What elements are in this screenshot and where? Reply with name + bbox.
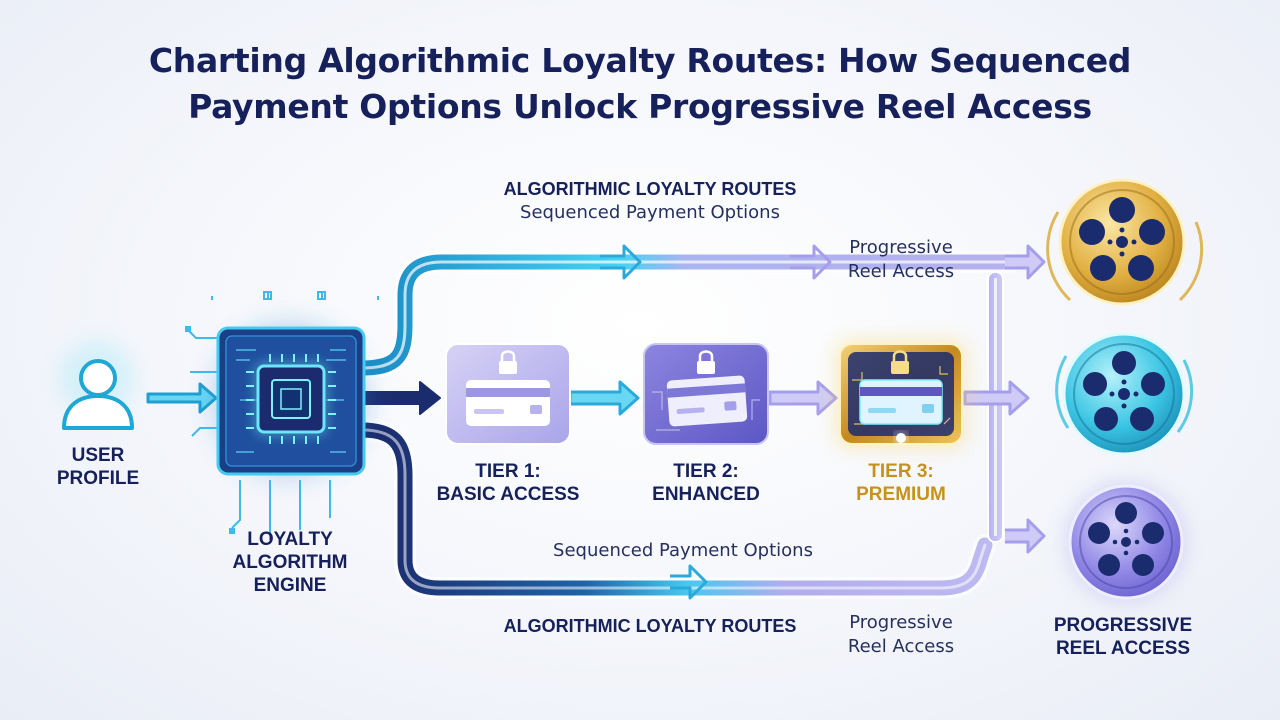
bottom-reel-access-label: Progressive Reel Access <box>847 612 955 657</box>
reel-access-label: PROGRESSIVE REEL ACCESS <box>1053 615 1193 659</box>
credit-card-lock-icon <box>859 379 943 425</box>
title-line-2: Payment Options Unlock Progressive Reel … <box>188 87 1092 126</box>
lock-icon <box>697 350 715 374</box>
chip-icon <box>185 291 379 540</box>
bottom-route-subheading: Sequenced Payment Options <box>553 540 813 561</box>
user-profile-label: USER PROFILE <box>56 445 140 489</box>
top-route-heading: ALGORITHMIC LOYALTY ROUTES <box>503 179 797 199</box>
credit-card-lock-icon <box>666 375 748 427</box>
film-reel-gold <box>1046 178 1204 306</box>
title-line-1: Charting Algorithmic Loyalty Routes: How… <box>148 41 1132 80</box>
film-reel-violet <box>1066 482 1186 602</box>
arrow-bottom-1 <box>670 564 708 600</box>
bottom-route-heading: ALGORITHMIC LOYALTY ROUTES <box>503 616 797 636</box>
tier-1-card <box>445 343 571 445</box>
top-reel-access-label: Progressive Reel Access <box>847 237 955 282</box>
user-icon <box>59 340 135 430</box>
arrow-top-1 <box>600 244 642 280</box>
arrow-tier1-to-tier2 <box>568 380 640 416</box>
tier-2-card <box>643 343 769 445</box>
arrow-tier2-to-tier3 <box>768 380 838 416</box>
lock-icon <box>891 350 909 374</box>
engine-label: LOYALTY ALGORITHM ENGINE <box>232 529 348 596</box>
arrow-tier3-to-reel <box>963 380 1030 416</box>
arrow-top-2 <box>790 244 832 280</box>
route-top <box>351 251 1021 379</box>
arrow-top-3 <box>1005 244 1046 280</box>
route-bottom <box>351 419 996 599</box>
page-title: Charting Algorithmic Loyalty Routes: How… <box>0 38 1280 130</box>
lock-icon <box>499 350 517 374</box>
route-distributor <box>987 271 1004 543</box>
film-reel-teal <box>1055 332 1194 456</box>
top-route-subheading: Sequenced Payment Options <box>520 202 780 223</box>
tier-3-label: TIER 3: PREMIUM <box>856 461 946 505</box>
credit-card-lock-icon <box>466 380 550 426</box>
tier-3-card <box>836 340 966 448</box>
top-route-label: ALGORITHMIC LOYALTY ROUTES Sequenced Pay… <box>430 178 870 225</box>
arrow-bottom-2 <box>1005 518 1046 554</box>
tier-2-label: TIER 2: ENHANCED <box>652 461 760 505</box>
tier-1-label: TIER 1: BASIC ACCESS <box>436 461 580 505</box>
